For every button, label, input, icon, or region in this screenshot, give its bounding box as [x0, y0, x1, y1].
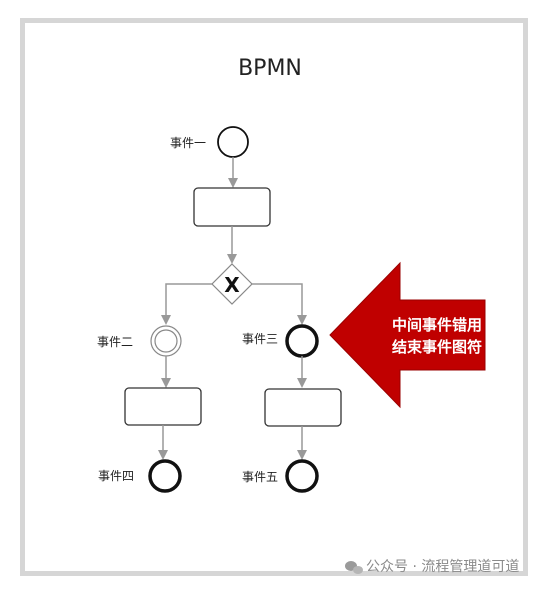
end-event-1: [148, 459, 182, 493]
gateway-x-icon: X: [224, 273, 240, 297]
intermediate-event-inner: [154, 329, 178, 353]
event5-label: 事件五: [242, 470, 278, 484]
task-3: [264, 388, 342, 427]
diagram-frame: [20, 18, 528, 576]
misused-end-event: [285, 324, 319, 358]
callout-arrow: [329, 261, 486, 409]
event3-label: 事件三: [242, 332, 278, 346]
flow-gateway-left: [161, 283, 212, 325]
watermark-text: 公众号 · 流程管理道可道: [366, 559, 519, 575]
task-1: [193, 187, 271, 227]
diagram-title: BPMN: [238, 56, 302, 81]
end-event-2: [285, 459, 319, 493]
callout-line-1: 中间事件错用: [392, 316, 482, 334]
task-2: [124, 387, 202, 426]
event4-label: 事件四: [98, 469, 134, 483]
callout-line-2: 结束事件图符: [392, 338, 482, 356]
event2-label: 事件二: [97, 335, 133, 349]
event1-label: 事件一: [170, 136, 206, 150]
flow-gateway-right: [252, 283, 307, 325]
exclusive-gateway: [211, 263, 253, 305]
start-event: [217, 126, 249, 158]
wechat-icon: [345, 561, 363, 574]
